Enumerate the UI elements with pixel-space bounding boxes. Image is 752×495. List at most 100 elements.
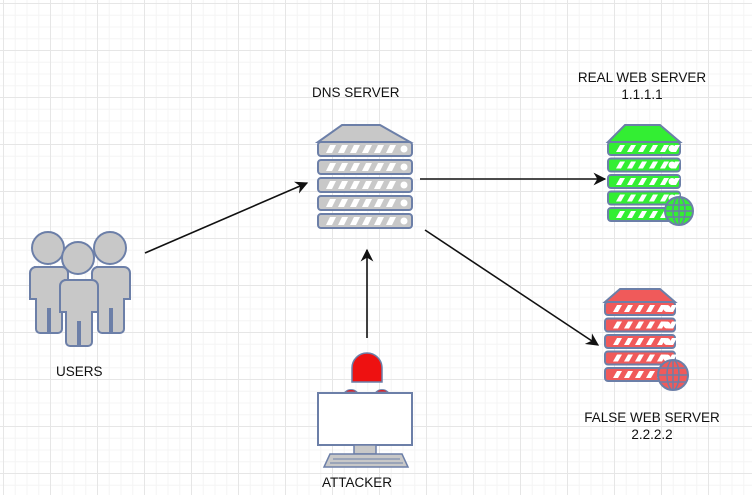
vent-stripe — [386, 181, 396, 189]
status-led — [668, 145, 676, 152]
vent-stripe — [638, 178, 647, 185]
vent-stripe — [635, 371, 644, 378]
vent-stripe — [649, 178, 658, 185]
vent-stripe — [362, 181, 372, 189]
vent-stripe — [627, 211, 636, 218]
vent-stripe — [616, 194, 625, 202]
vent-stripe — [649, 161, 658, 169]
vent-stripe — [635, 338, 644, 345]
false-web-server-name: FALSE WEB SERVER — [584, 410, 720, 425]
vent-stripe — [624, 321, 633, 329]
vent-stripe — [350, 145, 360, 153]
vent-stripe — [374, 199, 384, 207]
vent-stripe — [350, 163, 360, 171]
vent-stripe — [646, 321, 655, 329]
vent-stripe — [624, 305, 633, 312]
vent-stripe — [374, 163, 384, 171]
vent-stripe — [338, 163, 348, 171]
vent-stripe — [386, 217, 396, 225]
vent-stripe — [616, 161, 625, 169]
vent-stripe — [646, 338, 655, 345]
dns-server-label: DNS SERVER — [312, 85, 400, 100]
globe-icon — [664, 196, 694, 226]
status-led — [400, 145, 408, 153]
vent-stripe — [657, 305, 666, 312]
status-led — [663, 305, 671, 312]
vent-stripe — [624, 371, 633, 378]
vent-stripe — [338, 217, 348, 225]
status-led — [668, 161, 676, 169]
vent-stripe — [338, 199, 348, 207]
vent-stripe — [627, 161, 636, 169]
vent-stripe — [649, 194, 658, 202]
vent-stripe — [660, 178, 669, 185]
vent-stripe — [616, 145, 625, 152]
vent-stripe — [660, 161, 669, 169]
vent-stripe — [635, 321, 644, 329]
vent-stripe — [638, 194, 647, 202]
vent-stripe — [638, 145, 647, 152]
vent-stripe — [386, 199, 396, 207]
vent-stripe — [374, 181, 384, 189]
status-led — [400, 181, 408, 189]
status-led — [400, 217, 408, 225]
vent-stripe — [326, 181, 336, 189]
dns-server-icon[interactable] — [314, 124, 414, 229]
rack-unit — [317, 213, 413, 229]
rack-unit — [607, 157, 681, 173]
users-label: USERS — [56, 364, 103, 379]
vent-stripe — [350, 199, 360, 207]
users-group-icon[interactable] — [29, 231, 131, 347]
vent-stripe — [657, 338, 666, 345]
vent-stripe — [613, 321, 622, 329]
vent-stripe — [668, 338, 677, 345]
vent-stripe — [350, 217, 360, 225]
rack-unit — [317, 177, 413, 193]
vent-stripe — [362, 163, 372, 171]
vent-stripe — [627, 178, 636, 185]
vent-stripe — [627, 145, 636, 152]
vent-stripe — [362, 217, 372, 225]
rack-unit — [604, 334, 677, 349]
status-led — [400, 163, 408, 171]
rack-unit — [317, 141, 413, 157]
rack-unit — [604, 317, 677, 333]
edge-dns-to-false — [424, 229, 600, 346]
false-web-server-icon[interactable] — [602, 288, 689, 391]
status-led — [400, 199, 408, 207]
rack-unit — [604, 350, 677, 366]
vent-stripe — [624, 354, 633, 362]
vent-stripe — [638, 211, 647, 218]
vent-stripe — [326, 163, 336, 171]
vent-stripe — [362, 145, 372, 153]
status-led — [668, 178, 676, 185]
status-led — [663, 321, 671, 329]
vent-stripe — [386, 145, 396, 153]
attacker-label: ATTACKER — [322, 475, 393, 490]
globe-icon — [657, 359, 689, 391]
real-web-server-label: REAL WEB SERVER 1.1.1.1 — [572, 69, 712, 103]
vent-stripe — [638, 161, 647, 169]
vent-stripe — [624, 338, 633, 345]
attacker-icon[interactable] — [317, 352, 413, 468]
real-web-server-icon[interactable] — [605, 124, 694, 226]
vent-stripe — [326, 145, 336, 153]
vent-stripe — [386, 163, 396, 171]
vent-stripe — [635, 305, 644, 312]
rack-unit — [607, 174, 681, 189]
monitor-icon — [317, 392, 413, 468]
vent-stripe — [616, 178, 625, 185]
vent-stripe — [374, 145, 384, 153]
vent-stripe — [616, 211, 625, 218]
vent-stripe — [613, 305, 622, 312]
false-web-server-ip: 2.2.2.2 — [631, 427, 673, 442]
edge-users-to-dns — [144, 181, 309, 254]
vent-stripe — [649, 211, 658, 218]
rack-unit — [604, 301, 677, 316]
vent-stripe — [326, 199, 336, 207]
vent-stripe — [338, 145, 348, 153]
real-web-server-ip: 1.1.1.1 — [621, 87, 663, 102]
real-web-server-name: REAL WEB SERVER — [577, 70, 707, 85]
hacker-head-icon — [343, 352, 390, 393]
